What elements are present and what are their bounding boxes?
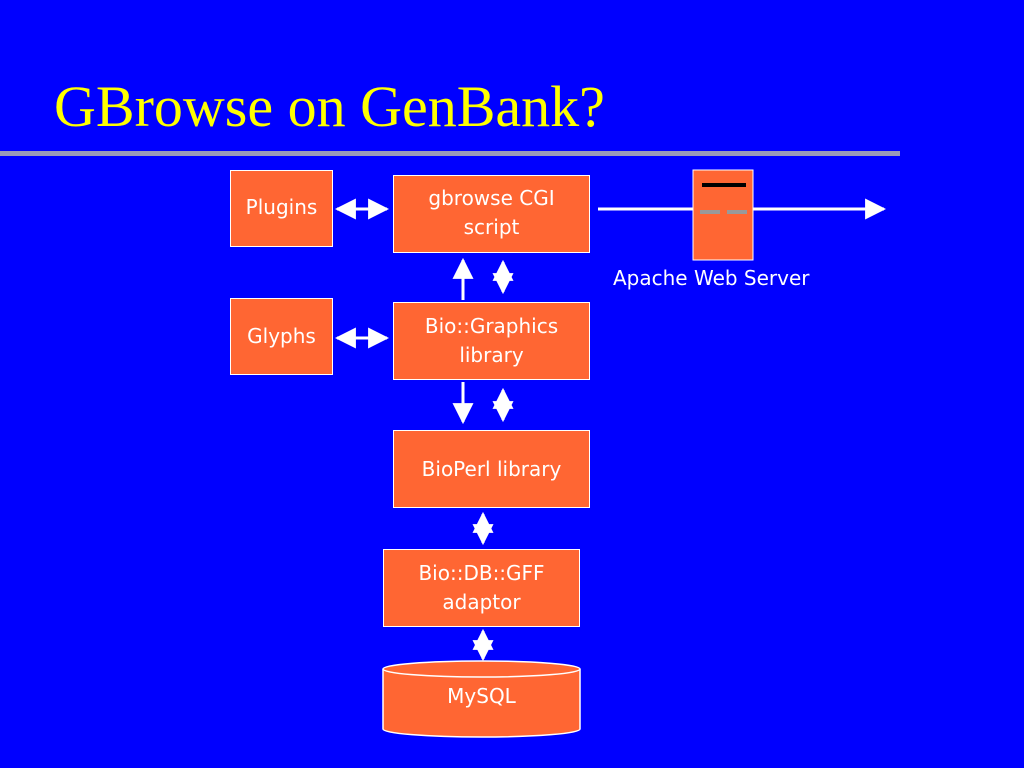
bioperl-label: BioPerl library — [421, 456, 562, 481]
gbrowse-label-line1: gbrowse CGI — [428, 186, 555, 210]
bioperl-box: BioPerl library — [393, 430, 590, 508]
mysql-label: MySQL — [447, 684, 516, 708]
plugins-label: Plugins — [245, 195, 318, 219]
plugins-box: Plugins — [230, 170, 333, 247]
biodbgff-label-line2: adaptor — [442, 590, 521, 614]
apache-web-server-label: Apache Web Server — [613, 266, 810, 290]
biographics-label-line2: library — [459, 343, 524, 367]
biographics-label-line1: Bio::Graphics — [424, 314, 559, 338]
mysql-database-icon — [382, 660, 581, 738]
gbrowse-label-line2: script — [463, 215, 520, 239]
biodbgff-box: Bio::DB::GFF adaptor — [383, 549, 580, 627]
biographics-box: Bio::Graphics library — [393, 302, 590, 380]
title-divider — [0, 151, 900, 156]
biodbgff-label-line1: Bio::DB::GFF — [418, 561, 545, 585]
glyphs-label: Glyphs — [247, 324, 316, 348]
glyphs-box: Glyphs — [230, 298, 333, 375]
gbrowse-cgi-box: gbrowse CGI script — [393, 175, 590, 253]
slide-title: GBrowse on GenBank? — [54, 74, 605, 139]
apache-server-icon — [692, 169, 754, 261]
